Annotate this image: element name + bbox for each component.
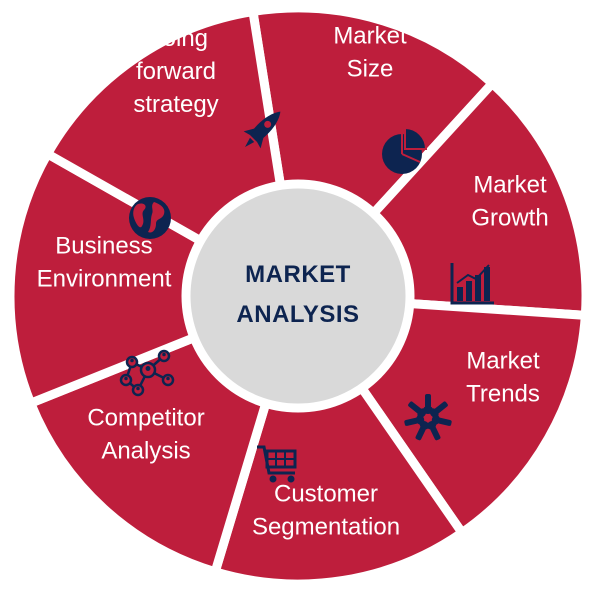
rocket-icon xyxy=(243,111,281,149)
label-market-growth-line-1: Market xyxy=(473,172,547,199)
center-title-line-1: MARKET xyxy=(245,261,351,288)
label-business-environment-line-1: Business xyxy=(55,233,152,260)
center-title-line-2: ANALYSIS xyxy=(236,301,359,328)
pie-chart-icon xyxy=(382,126,428,174)
label-going-forward-strategy-line-2: forward xyxy=(136,58,216,85)
label-market-trends-line-2: Trends xyxy=(466,381,540,408)
shopping-cart-icon xyxy=(257,445,297,483)
label-business-environment-line-2: Environment xyxy=(37,266,172,293)
hands-circle-icon xyxy=(404,394,452,441)
network-icon xyxy=(119,349,175,397)
label-competitor-analysis-line-2: Analysis xyxy=(101,438,190,465)
label-going-forward-strategy-line-1: Going xyxy=(144,25,208,52)
label-customer-segmentation-line-2: Segmentation xyxy=(252,514,400,541)
label-market-growth-line-2: Growth xyxy=(471,205,548,232)
label-customer-segmentation-line-1: Customer xyxy=(274,481,378,508)
bar-chart-icon xyxy=(450,263,494,305)
label-market-trends-line-1: Market xyxy=(466,348,540,375)
label-market-size-line-2: Size xyxy=(347,56,394,83)
label-going-forward-strategy-line-3: strategy xyxy=(133,91,218,118)
center-circle xyxy=(181,179,415,413)
label-market-size-line-1: Market xyxy=(333,23,407,50)
globe-icon xyxy=(129,197,171,239)
label-competitor-analysis-line-1: Competitor xyxy=(87,405,204,432)
